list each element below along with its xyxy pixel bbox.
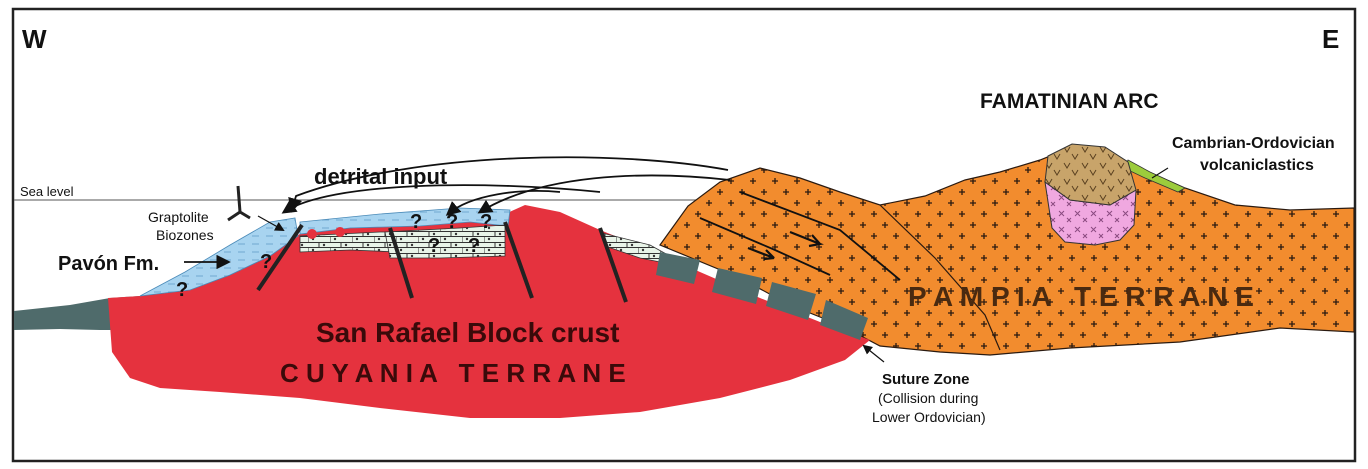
question-mark: ? <box>446 211 458 233</box>
detrital-arrow-2 <box>281 184 601 214</box>
question-mark: ? <box>410 211 422 233</box>
question-mark: ? <box>176 279 188 301</box>
suture-zone-note-1: (Collision during <box>878 390 978 406</box>
cuyania-terrane-label: C U Y A N I A T E R R A N E <box>280 358 626 388</box>
carbonate-platform-2 <box>384 224 506 259</box>
suture-zone-label: Suture Zone <box>882 371 970 388</box>
question-mark: ? <box>480 211 492 233</box>
suture-block-3 <box>766 282 816 320</box>
arc-volcanic-edifice <box>1044 143 1137 206</box>
thrust-arrow-2 <box>747 246 775 261</box>
thrust-fault-1 <box>739 191 901 281</box>
graptolite-label-1: Graptolite <box>148 209 209 225</box>
san-rafael-label: San Rafael Block crust <box>316 317 619 348</box>
famatinian-arc-label: FAMATINIAN ARC <box>980 90 1158 113</box>
thrust-fault-2 <box>699 217 831 276</box>
question-mark: ? <box>428 235 440 257</box>
graptolite-icon <box>227 185 251 222</box>
fault-2 <box>388 227 414 299</box>
thrust-arrow-1 <box>789 230 824 248</box>
cuyania-crust <box>108 205 870 418</box>
detrital-input-label: detrital input <box>314 164 448 189</box>
question-mark: ? <box>260 251 272 273</box>
fault-4 <box>598 227 628 303</box>
sea-level-label: Sea level <box>20 184 74 199</box>
pampia-terrane-label: P A M P I A T E R R A N E <box>908 281 1254 312</box>
detrital-arrow-4 <box>477 174 731 214</box>
fault-1 <box>256 223 304 292</box>
pavon-label: Pavón Fm. <box>58 253 159 275</box>
compass-east: E <box>1322 24 1339 54</box>
graptolite-label-2: Biozones <box>156 227 214 243</box>
volcaniclastics-label-1: Cambrian-Ordovician <box>1172 135 1335 152</box>
suture-pointer <box>862 344 885 363</box>
pampia-internal-boundary <box>879 204 1001 351</box>
question-mark: ? <box>468 235 480 257</box>
compass-west: W <box>22 24 47 54</box>
suture-block-4 <box>820 300 868 340</box>
suture-block-2 <box>712 268 762 304</box>
suture-zone-note-2: Lower Ordovician) <box>872 409 986 425</box>
fault-3 <box>503 221 534 299</box>
volcaniclastics-pointer <box>1151 167 1169 179</box>
reef-blob-1 <box>307 229 317 239</box>
graptolite-pointer <box>257 215 285 231</box>
reef-blob-2 <box>335 227 345 237</box>
detrital-arrow-3 <box>445 190 561 216</box>
volcaniclastics-label-2: volcaniclastics <box>1200 157 1314 174</box>
suture-block-1 <box>656 252 700 284</box>
detrital-arrow-1 <box>288 156 729 213</box>
